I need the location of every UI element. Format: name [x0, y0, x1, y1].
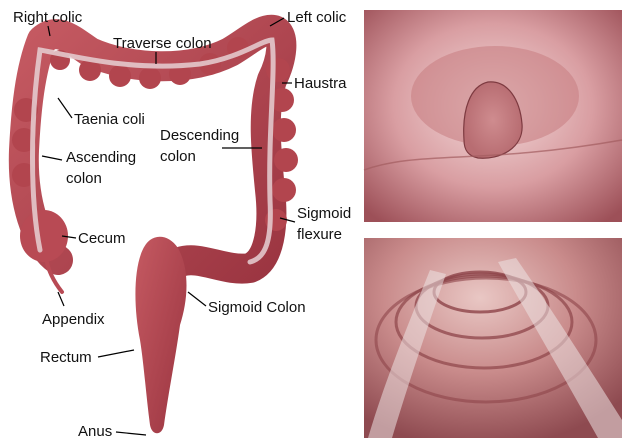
label-taenia-coli: Taenia coli	[74, 111, 145, 128]
colon-model	[12, 30, 298, 433]
rectum-shape	[135, 237, 186, 434]
label-sigmoid-colon: Sigmoid Colon	[208, 299, 306, 316]
label-ascending-colon-line2: colon	[66, 170, 102, 187]
label-transverse-colon: Traverse colon	[113, 35, 212, 52]
endoscopic-view-top	[364, 10, 622, 222]
cecum-shape	[20, 210, 68, 262]
label-sigmoid-flexure-line1: Sigmoid	[297, 205, 351, 222]
label-descending-colon-line1: Descending	[160, 127, 239, 144]
label-appendix: Appendix	[42, 311, 105, 328]
label-descending-colon-line2: colon	[160, 148, 196, 165]
label-ascending-colon-line1: Ascending	[66, 149, 136, 166]
label-cecum: Cecum	[78, 230, 126, 247]
label-left-colic: Left colic	[287, 9, 347, 26]
label-right-colic: Right colic	[13, 9, 83, 26]
label-anus: Anus	[78, 423, 112, 439]
label-sigmoid-flexure-line2: flexure	[297, 226, 342, 243]
endoscopic-view-bottom	[364, 238, 622, 438]
label-haustra: Haustra	[294, 75, 347, 92]
label-rectum: Rectum	[40, 349, 92, 366]
